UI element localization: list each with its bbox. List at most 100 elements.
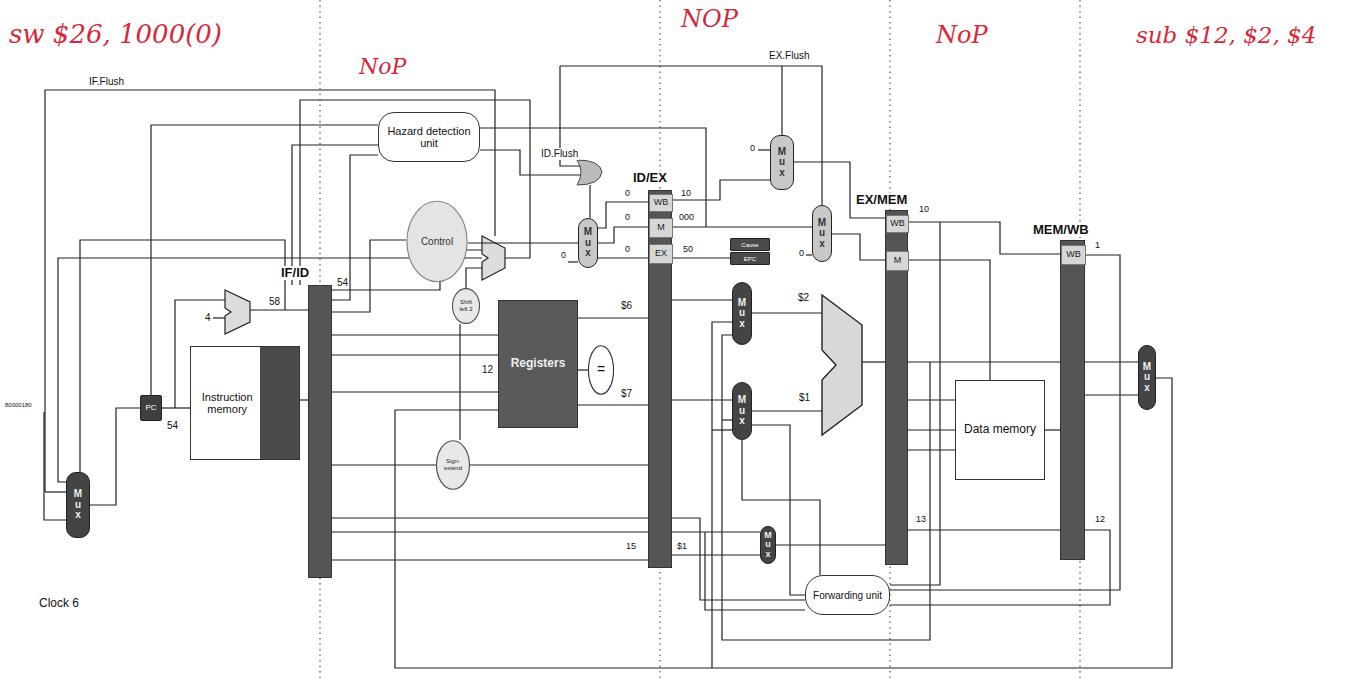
signal-label: 15 [625, 541, 637, 551]
pipeline-register: MEM/WBWB [1060, 240, 1085, 560]
signal-label: 10 [680, 188, 692, 198]
unit-label: Sign-extend [441, 458, 465, 471]
unit-label: Registers [511, 357, 566, 370]
unit-label: Control [421, 236, 453, 247]
mux-symbol: Mux [578, 218, 598, 268]
wire [578, 404, 648, 405]
wire [568, 261, 578, 262]
signal-label: 0 [624, 244, 631, 254]
wire-connector [672, 399, 732, 400]
signal-label: 54 [166, 420, 179, 432]
register-name: EX/MEM [854, 193, 909, 207]
unit-label: Shift left 2 [456, 299, 476, 312]
signal-label: 12 [481, 364, 494, 376]
unit-box: PC [140, 395, 162, 421]
oval-shape [437, 441, 470, 490]
signal-label: Clock 6 [38, 597, 80, 611]
wire [862, 361, 885, 362]
wire [908, 449, 955, 450]
control-field: WB [1061, 245, 1086, 265]
unit-label: Hazard detection unit [381, 125, 477, 149]
handwritten-note: NoP [358, 54, 407, 79]
signal-label: 54 [336, 277, 349, 289]
signal-label: IF.Flush [88, 76, 125, 88]
wire [908, 361, 1060, 362]
wire [44, 412, 66, 520]
wire [806, 254, 812, 255]
wire [332, 531, 648, 532]
wire-connector [908, 429, 955, 430]
wire [480, 128, 706, 227]
wire-connector [332, 334, 498, 335]
mux-label: Mux [1142, 362, 1152, 394]
wire [332, 517, 648, 518]
pipeline-register: EX/MEMWBM [885, 210, 908, 565]
wire [332, 354, 498, 355]
unit-box: Hazard detection unit [378, 112, 480, 162]
wire [781, 66, 782, 135]
or-gate [577, 160, 602, 185]
signal-label: 10 [918, 204, 930, 214]
wire [332, 240, 406, 312]
signal-label: EX.Flush [768, 50, 811, 62]
signal-label: ID.Flush [540, 148, 579, 160]
unit-label: WB [654, 198, 669, 208]
wire [758, 149, 770, 150]
oval-shape [588, 346, 613, 395]
signal-label: 0 [749, 143, 756, 153]
control-field: WB [649, 194, 673, 212]
wire [1085, 361, 1138, 362]
unit-box: Instruction memory [190, 346, 300, 460]
signal-label: 0 [624, 212, 631, 222]
wire [560, 66, 822, 205]
handwritten-note: sub $12, $2, $4 [1135, 22, 1317, 48]
wire [213, 317, 225, 318]
wire-connector [468, 242, 578, 243]
wire-connector [90, 408, 140, 505]
mux-symbol: Mux [732, 382, 752, 440]
signal-label: 80000180 [4, 402, 33, 409]
unit-label: Instruction memory [196, 391, 258, 415]
unit-label: Cause [741, 242, 758, 248]
logic-oval: Control [406, 200, 468, 283]
unit-label: M [894, 256, 902, 266]
wire [908, 399, 955, 400]
wire [332, 464, 436, 465]
wire [672, 180, 770, 200]
wire [890, 255, 1120, 590]
mux-label: Mux [777, 147, 787, 179]
mux-symbol: Mux [1138, 345, 1156, 410]
wire [672, 531, 760, 532]
oval-shape [452, 289, 479, 324]
alu-symbol [822, 295, 862, 435]
mux-label: Mux [737, 395, 747, 427]
wire [292, 145, 378, 285]
wire [459, 324, 460, 440]
wire [598, 202, 648, 228]
signal-label: $2 [797, 292, 810, 304]
signal-label: $1 [798, 392, 811, 404]
mux-label: Mux [817, 218, 827, 250]
mux-symbol: Mux [770, 135, 794, 190]
logic-oval: = [588, 345, 614, 395]
signal-label: 0 [560, 250, 567, 260]
signal-label: 13 [915, 514, 927, 524]
wire [250, 309, 308, 310]
wire [598, 257, 648, 258]
wire [470, 464, 648, 465]
unit-label: EX [655, 249, 667, 259]
wire [672, 554, 760, 555]
wire [832, 234, 885, 260]
wire [332, 391, 498, 392]
wire [908, 260, 990, 380]
handwritten-note: NOP [680, 6, 739, 34]
unit-label: Forwarding unit [813, 590, 882, 601]
wire [45, 491, 66, 492]
signal-label: $1 [676, 541, 688, 551]
wire-connector [1045, 429, 1060, 430]
pipeline-register: IF/ID [308, 285, 332, 578]
wire [752, 312, 822, 313]
